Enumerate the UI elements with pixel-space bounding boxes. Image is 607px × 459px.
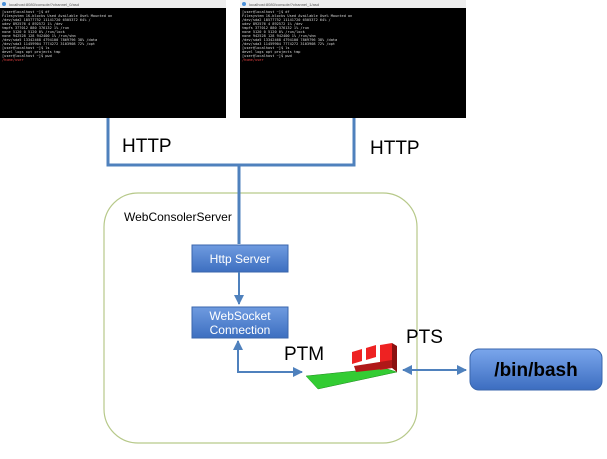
terminal-line: none 5120 0 5120 0% /run/lock	[242, 30, 306, 34]
terminal-line: /dev/sda2 18577752 11141720 6505372 64% …	[2, 18, 91, 22]
terminal-line: /dev/sda5 13342468 4794100 7869796 38% /…	[242, 38, 337, 42]
terminal-line-highlight: /home/user	[2, 58, 24, 62]
browser-url: localhost:8080/console/?channel_1/asd	[249, 2, 319, 7]
terminal-line: udev 892576 4 892572 1% /dev	[242, 22, 303, 26]
terminal-line: tmpfs 377012 880 376132 1% /run	[242, 26, 309, 30]
browser-url: localhost:8080/console/?channel_0/asd	[9, 2, 79, 7]
terminal-line: devel logs opt projects tmp	[2, 50, 60, 54]
terminal-line: [user@localhost ~]$ pwd	[2, 54, 52, 58]
bin-bash-box: /bin/bash	[469, 348, 603, 391]
websocket-to-ptm-arrow	[233, 340, 303, 377]
websocket-connection-box: WebSocket Connection	[191, 306, 289, 339]
terminal-line: Filesystem 1K-blocks Used Available Use%…	[242, 14, 352, 18]
terminal-line: [user@localhost ~]$ df	[242, 10, 290, 14]
browser-tab-icon	[2, 2, 6, 6]
bin-bash-label: /bin/bash	[494, 360, 577, 381]
terminal-line: none 942528 128 942400 1% /run/shm	[2, 34, 76, 38]
pty-pair-icon	[305, 343, 398, 390]
terminal-line: tmpfs 377012 880 376132 1% /run	[2, 26, 69, 30]
browser-chrome-bar	[0, 0, 226, 8]
terminal-line: udev 892576 4 892572 1% /dev	[2, 22, 63, 26]
ptm-label: PTM	[284, 344, 324, 365]
http-label-right: HTTP	[370, 138, 420, 159]
terminal-window-right: localhost:8080/console/?channel_1/asd [u…	[240, 0, 466, 118]
terminal-line: none 942528 128 942400 1% /run/shm	[242, 34, 316, 38]
terminal-line: none 5120 0 5120 0% /run/lock	[2, 30, 66, 34]
terminal-line: /dev/sda3 11459904 7774272 3103908 72% /…	[2, 42, 95, 46]
server-title: WebConsolerServer	[124, 210, 232, 224]
http-connector-right	[239, 118, 356, 167]
terminal-window-left: localhost:8080/console/?channel_0/asd [u…	[0, 0, 226, 118]
browser-tab-icon	[242, 2, 246, 6]
terminal-line: /dev/sda5 13342468 4794100 7869796 38% /…	[2, 38, 97, 42]
terminal-screen	[240, 8, 466, 118]
pts-label: PTS	[406, 327, 443, 348]
web-console-server-container	[103, 192, 418, 444]
terminal-screen	[0, 8, 226, 118]
terminal-output: [user@localhost ~]$ df Filesystem 1K-blo…	[242, 10, 352, 62]
terminal-line: Filesystem 1K-blocks Used Available Use%…	[2, 14, 112, 18]
terminal-line: [user@localhost ~]$ ls	[242, 46, 290, 50]
websocket-label-line1: WebSocket	[209, 309, 271, 323]
terminal-line: [user@localhost ~]$ df	[2, 10, 50, 14]
terminal-line: /dev/sda2 18577752 11141720 6505372 64% …	[242, 18, 331, 22]
terminal-line: /dev/sda3 11459904 7774272 3103908 72% /…	[242, 42, 335, 46]
http-connectors	[106, 118, 356, 244]
http-label-left: HTTP	[122, 136, 172, 157]
http-server-label: Http Server	[210, 252, 271, 266]
terminal-line-highlight: /home/user	[242, 58, 264, 62]
websocket-label-line2: Connection	[210, 323, 271, 337]
terminal-line: devel logs opt projects tmp	[242, 50, 300, 54]
terminal-line: [user@localhost ~]$ ls	[2, 46, 50, 50]
browser-chrome-bar	[240, 0, 466, 8]
http-server-box: Http Server	[191, 244, 289, 273]
terminal-line: [user@localhost ~]$ pwd	[242, 54, 292, 58]
terminal-output: [user@localhost ~]$ df Filesystem 1K-blo…	[2, 10, 112, 62]
http-connector-left	[106, 118, 239, 167]
